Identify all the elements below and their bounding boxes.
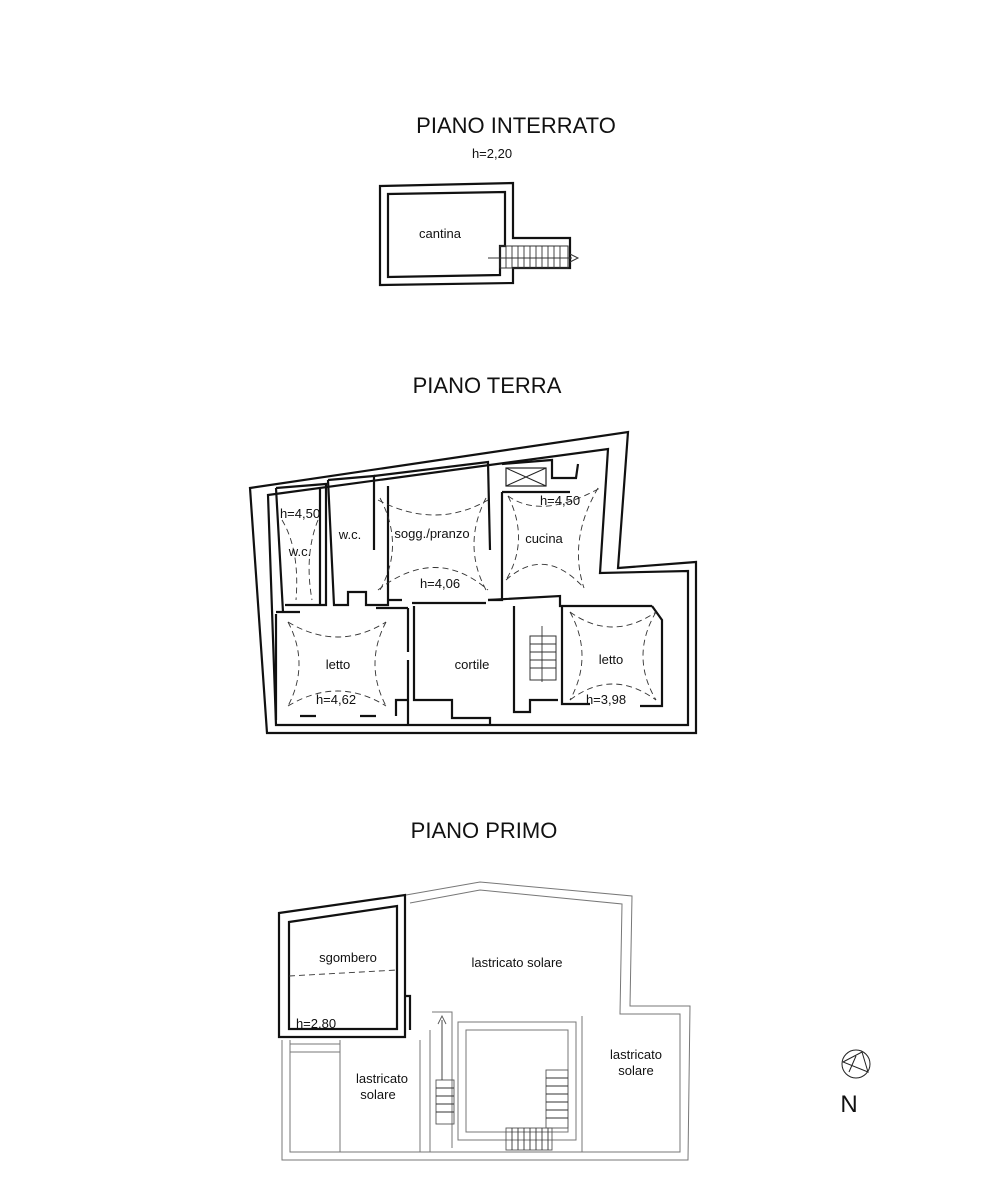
height-soggiorno: h=4,06 — [420, 576, 460, 591]
first-floor-stair-bottom — [505, 1127, 553, 1151]
room-label-lastricato-top: lastricato solare — [471, 955, 562, 970]
basement-title: PIANO INTERRATO — [416, 113, 616, 138]
room-label-letto-left: letto — [326, 657, 351, 672]
ground-outer-wall — [248, 430, 698, 735]
room-label-sgombero: sgombero — [319, 950, 377, 965]
wall-wc-left — [274, 482, 328, 613]
room-label-wc-center: w.c. — [338, 527, 361, 542]
height-letto-right: h=3,98 — [586, 692, 626, 707]
terrace-center-box — [457, 1021, 577, 1141]
first-floor-stair-right — [545, 1069, 569, 1129]
ground-floor-plan: PIANO TERRA — [248, 373, 698, 735]
first-floor-title: PIANO PRIMO — [411, 818, 558, 843]
height-letto-left: h=4,62 — [316, 692, 356, 707]
room-label-lastricato-left-line2: solare — [360, 1087, 395, 1102]
room-label-cantina: cantina — [419, 226, 462, 241]
wall-letto-left — [274, 614, 408, 720]
height-cucina: h=4,50 — [540, 493, 580, 508]
basement-plan: PIANO INTERRATO h=2,20 cantina — [378, 113, 616, 287]
room-label-cortile: cortile — [455, 657, 490, 672]
ground-floor-title: PIANO TERRA — [413, 373, 562, 398]
cortile-stair — [529, 626, 557, 682]
cucina-storage-box — [505, 467, 547, 487]
height-wc: h=4,50 — [280, 506, 320, 521]
ground-inner-outline — [266, 447, 690, 727]
basement-height: h=2,20 — [472, 146, 512, 161]
wall-cortile — [406, 606, 558, 724]
room-label-lastricato-right-line2: solare — [618, 1063, 653, 1078]
terrace-right-partition — [432, 1011, 583, 1152]
room-label-letto-right: letto — [599, 652, 624, 667]
sgombero-door-wall — [405, 994, 412, 1030]
wall-cucina — [501, 458, 580, 494]
wall-letto-right — [560, 605, 664, 708]
room-label-lastricato-left-line1: lastricato — [356, 1071, 408, 1086]
first-floor-outline-inner — [289, 889, 681, 1153]
first-floor-outline — [281, 881, 691, 1161]
north-compass: N — [840, 1049, 871, 1118]
height-sgombero: h=2,80 — [296, 1016, 336, 1031]
basement-stair — [488, 245, 580, 269]
sgombero-inner-wall — [287, 904, 399, 1031]
sgombero-outer-wall — [277, 893, 407, 1039]
room-label-cucina: cucina — [525, 531, 563, 546]
first-floor-stair-left — [435, 1014, 455, 1125]
wall-middle-horizontal — [276, 594, 652, 652]
sgombero-beam — [288, 969, 398, 977]
first-floor-plan: PIANO PRIMO — [277, 818, 691, 1161]
compass-icon — [841, 1049, 871, 1079]
vault-arcs — [281, 487, 657, 707]
compass-north-label: N — [840, 1091, 857, 1118]
basement-outer-wall — [378, 181, 572, 287]
room-label-wc-left: w.c. — [288, 544, 311, 559]
room-label-soggiorno: sogg./pranzo — [394, 526, 469, 541]
room-label-lastricato-right-line1: lastricato — [610, 1047, 662, 1062]
terrace-left-partition — [290, 1030, 431, 1152]
